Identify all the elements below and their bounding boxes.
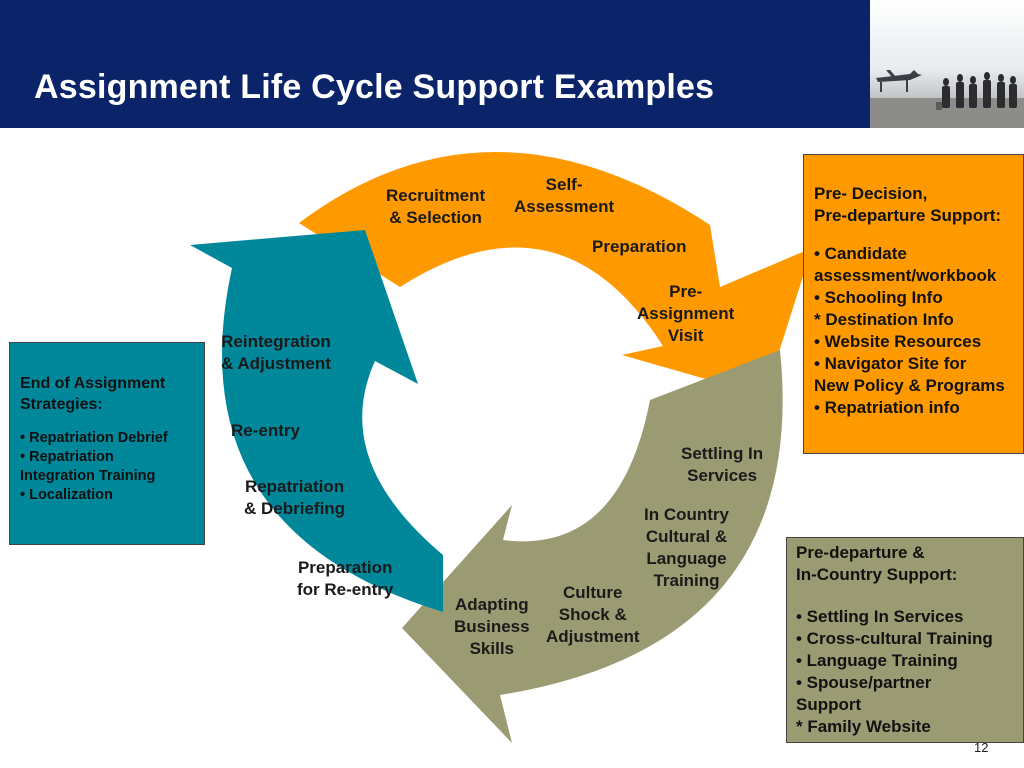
- box-heading: Pre- Decision, Pre-departure Support:: [814, 184, 1002, 225]
- list-item: • Schooling Info: [814, 288, 943, 307]
- list-item: • Language Training: [796, 651, 958, 670]
- list-item: • Navigator Site for New Policy & Progra…: [814, 354, 1005, 395]
- teal-arrow-segment: [190, 230, 443, 612]
- box-heading: End of Assignment Strategies:: [20, 375, 166, 413]
- label-preparation: Preparation: [592, 237, 687, 256]
- in-country-support-box: Pre-departure & In-Country Support: • Se…: [786, 537, 1024, 743]
- page-title: Assignment Life Cycle Support Examples: [34, 68, 715, 106]
- people-icon: [936, 72, 1017, 110]
- list-item: * Family Website: [796, 717, 931, 736]
- list-item: * Destination Info: [814, 310, 954, 329]
- list-item: • Settling In Services: [796, 607, 964, 626]
- label-in-country-training: In Country Cultural & Language Training: [644, 505, 729, 590]
- page-number: 12: [974, 740, 989, 755]
- label-reintegration-adjustment: Reintegration & Adjustment: [221, 332, 331, 373]
- list-item: • Cross-cultural Training: [796, 629, 993, 648]
- olive-arrow-segment: [402, 350, 783, 743]
- label-re-entry: Re-entry: [231, 421, 300, 440]
- airplane-icon: [876, 70, 922, 92]
- list-item: • Candidate assessment/workbook: [814, 244, 997, 285]
- label-self-assessment: Self- Assessment: [514, 175, 615, 216]
- list-item: • Repatriation info: [814, 398, 960, 417]
- label-repatriation-debriefing: Repatriation & Debriefing: [244, 477, 346, 518]
- label-adapting-business-skills: Adapting Business Skills: [454, 595, 530, 658]
- label-culture-shock: Culture Shock & Adjustment: [546, 583, 640, 646]
- bullet-list: • Settling In Services • Cross-cultural …: [796, 606, 1023, 738]
- title-bar: Assignment Life Cycle Support Examples: [0, 0, 870, 128]
- label-preparation-for-re-entry: Preparation for Re-entry: [297, 558, 394, 599]
- list-item: • Website Resources: [814, 332, 982, 351]
- list-item: • Spouse/partner Support: [796, 673, 932, 714]
- list-item: • Repatriation Integration Training: [20, 449, 156, 484]
- pre-departure-support-box: Pre- Decision, Pre-departure Support: • …: [803, 154, 1024, 454]
- box-heading: Pre-departure & In-Country Support:: [796, 543, 958, 584]
- label-recruitment-selection: Recruitment & Selection: [386, 186, 486, 227]
- bullet-list: • Repatriation Debrief • Repatriation In…: [20, 429, 204, 505]
- list-item: • Localization: [20, 487, 113, 503]
- end-of-assignment-box: End of Assignment Strategies: • Repatria…: [9, 342, 205, 545]
- list-item: • Repatriation Debrief: [20, 430, 168, 446]
- orange-arrow-segment: [299, 151, 812, 396]
- bullet-list: • Candidate assessment/workbook • School…: [814, 243, 1023, 419]
- airport-travelers-image: [870, 0, 1024, 128]
- label-settling-in-services: Settling In Services: [681, 444, 764, 485]
- travelers-photo: [870, 0, 1024, 128]
- label-pre-assignment-visit: Pre- Assignment Visit: [637, 282, 735, 345]
